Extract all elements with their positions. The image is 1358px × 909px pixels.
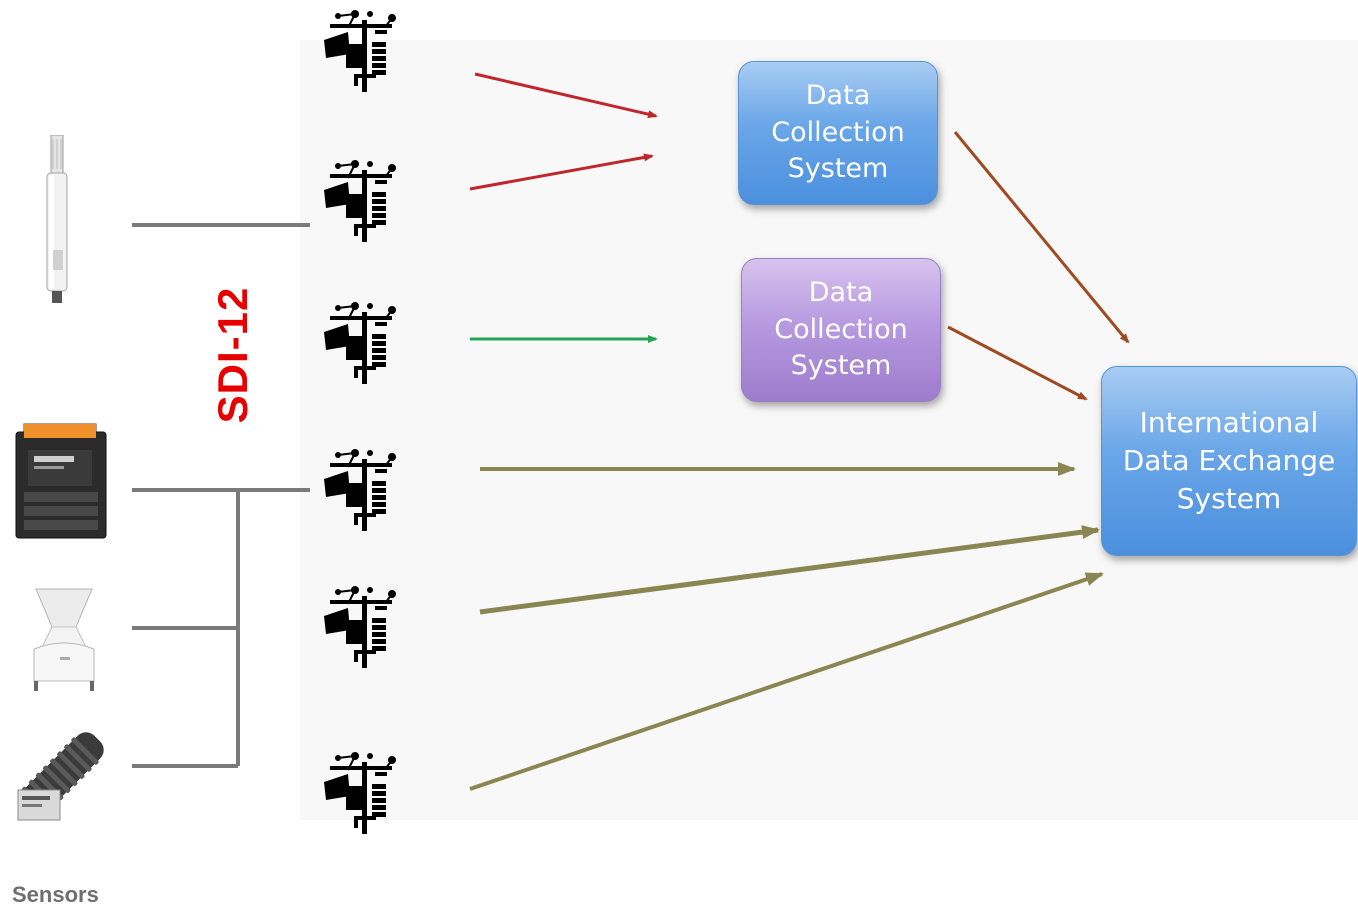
weather-station-icon (323, 301, 397, 385)
arrow-station5-to-exchange (479, 525, 1100, 615)
data-collection-system-box-1: Data Collection System (738, 61, 938, 205)
sensors-caption: Sensors (12, 882, 99, 907)
weather-station-icon (323, 448, 397, 532)
weather-station-icon (323, 159, 397, 243)
arrow-collection2-to-exchange (947, 325, 1088, 401)
rain-gauge-icon (33, 588, 95, 691)
arrow-collection1-to-exchange (953, 131, 1130, 344)
weather-station-icon (323, 751, 397, 835)
data-collection-system-label-2: Data Collection System (774, 277, 908, 382)
weather-station-icon (323, 9, 397, 93)
international-data-exchange-label: International Data Exchange System (1122, 406, 1336, 515)
data-collection-system-label-1: Data Collection System (771, 80, 905, 185)
arrow-station6-to-exchange (469, 572, 1104, 791)
probe-sensor-icon (46, 135, 68, 303)
datalogger-icon (15, 423, 107, 539)
international-data-exchange-box: International Data Exchange System (1101, 366, 1357, 556)
data-collection-system-box-2: Data Collection System (741, 258, 941, 402)
soil-sensor-icon (17, 732, 104, 821)
sdi-12-label: SDI-12 (209, 286, 256, 424)
arrow-station1-to-collection1 (474, 72, 658, 119)
arrow-station2-to-collection1 (469, 153, 654, 191)
weather-station-icon (323, 585, 397, 669)
